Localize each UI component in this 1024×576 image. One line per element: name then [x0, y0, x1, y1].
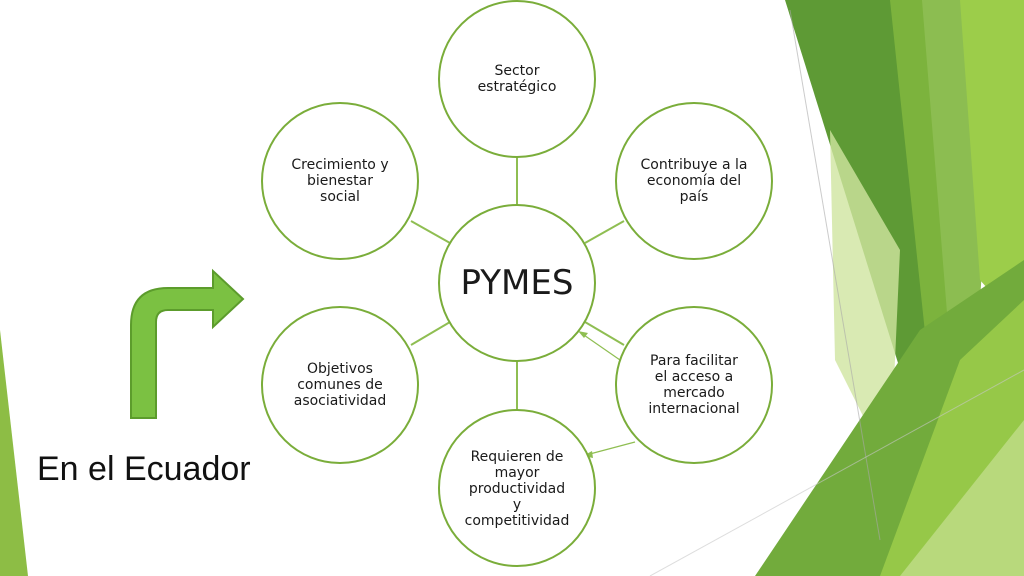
node-circle-crecimiento: [261, 102, 419, 260]
node-circle-sector: [438, 0, 596, 158]
caption-text: En el Ecuador: [37, 450, 251, 488]
connector-facilitar: [584, 321, 625, 346]
center-label: PYMES: [460, 263, 574, 303]
node-circle-objetivos: [261, 306, 419, 464]
node-label-sector: Sector estratégico: [477, 63, 557, 95]
node-circle-center: [438, 204, 596, 362]
connectors: [410, 157, 625, 410]
node-circle-contribuye: [615, 102, 773, 260]
connector-contribuye: [584, 220, 625, 244]
node-circle-facilitar: [615, 306, 773, 464]
node-label-crecimiento: Crecimiento y bienestar social: [291, 157, 389, 205]
deco-shape-left: [0, 330, 28, 576]
node-circle-requieren: [438, 409, 596, 567]
diagram-circles: [261, 0, 773, 567]
annotation-arrow-2: [585, 441, 636, 456]
deco-line-2: [649, 369, 1024, 576]
node-label-contribuye: Contribuye a la economía del país: [640, 157, 748, 205]
bent-arrow-icon: [130, 268, 245, 419]
deco-shape-pale: [830, 130, 900, 470]
node-label-objetivos: Objetivos comunes de asociatividad: [293, 361, 387, 409]
annotation-arrow-1: [580, 332, 621, 361]
deco-line-1: [789, 9, 881, 541]
connector-crecimiento: [410, 220, 451, 244]
node-label-facilitar: Para facilitar el acceso a mercado inter…: [648, 353, 740, 417]
node-label-requieren: Requieren de mayor productividad y compe…: [464, 449, 570, 529]
annotation-arrowhead-1: [578, 331, 588, 338]
connector-objetivos: [410, 321, 451, 346]
deco-shape-light-top: [960, 0, 1024, 330]
deco-shape-band-pale: [900, 420, 1024, 576]
